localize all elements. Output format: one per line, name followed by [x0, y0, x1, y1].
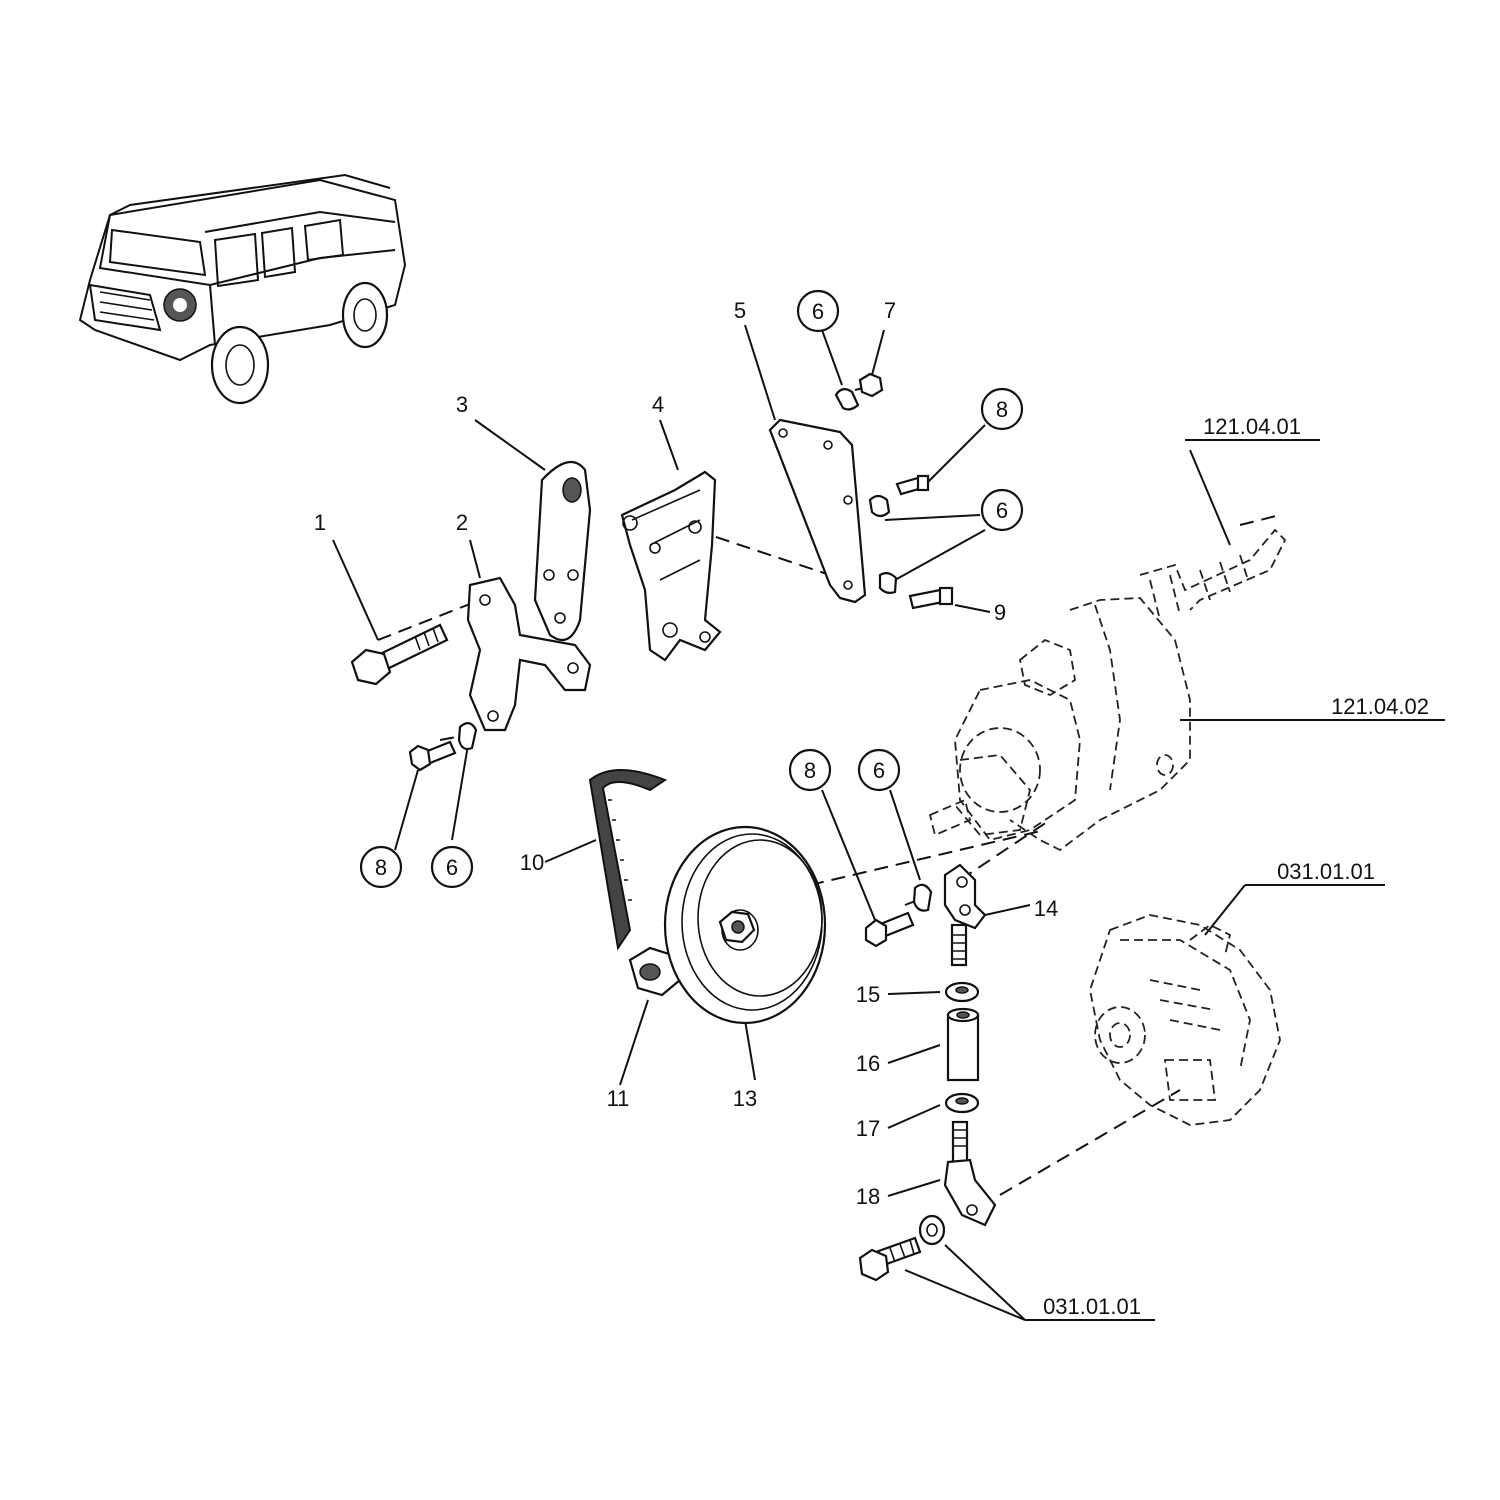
- part-10-belt: [588, 769, 668, 951]
- part-16-sleeve: [946, 1007, 980, 1082]
- part-1-hex-bolt: [350, 623, 449, 686]
- callout-labels: 1 2 3 4 5 7 9 10 11 13 14 15 16 17 18 6 …: [314, 289, 1058, 1209]
- callout-7: 7: [884, 298, 896, 323]
- washers-and-nuts: [834, 372, 954, 610]
- callout-8-center: 8: [804, 758, 816, 783]
- callout-6-left: 6: [446, 855, 458, 880]
- callout-17: 17: [856, 1116, 880, 1141]
- callout-6-right: 6: [996, 498, 1008, 523]
- callout-2: 2: [456, 510, 468, 535]
- part-15-nut: [944, 981, 980, 1003]
- reference-121-04-01: 121.04.01: [1203, 414, 1301, 439]
- reference-031-01-01-top: 031.01.01: [1277, 859, 1375, 884]
- callout-9: 9: [994, 600, 1006, 625]
- callout-8-top-right: 8: [996, 397, 1008, 422]
- bottom-bolt-washer: [858, 1214, 946, 1282]
- leader-lines: [332, 324, 1445, 1321]
- ghost-injection-pump: [928, 528, 1287, 852]
- fasteners-right: [864, 883, 933, 948]
- fasteners-left: [408, 722, 478, 772]
- callout-6-center: 6: [873, 758, 885, 783]
- callout-5: 5: [734, 298, 746, 323]
- callout-4: 4: [652, 392, 664, 417]
- callout-15: 15: [856, 982, 880, 1007]
- part-18-rod-end: [943, 1120, 997, 1227]
- part-13-pulley: [663, 825, 827, 1025]
- part-2-bracket: [466, 576, 592, 732]
- callout-1: 1: [314, 510, 326, 535]
- part-3-plate: [533, 460, 592, 642]
- callout-10: 10: [520, 850, 544, 875]
- ghost-engine-block: [1089, 914, 1281, 1126]
- part-14-eye-bracket: [943, 863, 987, 967]
- callout-14: 14: [1034, 896, 1058, 921]
- callout-18: 18: [856, 1184, 880, 1209]
- part-5-triangular-plate: [768, 418, 867, 604]
- vehicle-thumbnail: [78, 173, 407, 405]
- callout-6-top: 6: [812, 299, 824, 324]
- part-17-nut: [944, 1092, 980, 1114]
- reference-121-04-02: 121.04.02: [1331, 694, 1429, 719]
- callout-16: 16: [856, 1051, 880, 1076]
- reference-031-01-01-bottom: 031.01.01: [1043, 1294, 1141, 1319]
- callout-11: 11: [607, 1086, 630, 1111]
- callout-13: 13: [733, 1086, 757, 1111]
- part-11-hex-nut: [628, 946, 682, 997]
- reference-labels: 121.04.01 121.04.02 031.01.01 031.01.01: [1043, 414, 1429, 1319]
- callout-8-left: 8: [375, 855, 387, 880]
- part-4-mounting-block: [620, 470, 722, 662]
- callout-3: 3: [456, 392, 468, 417]
